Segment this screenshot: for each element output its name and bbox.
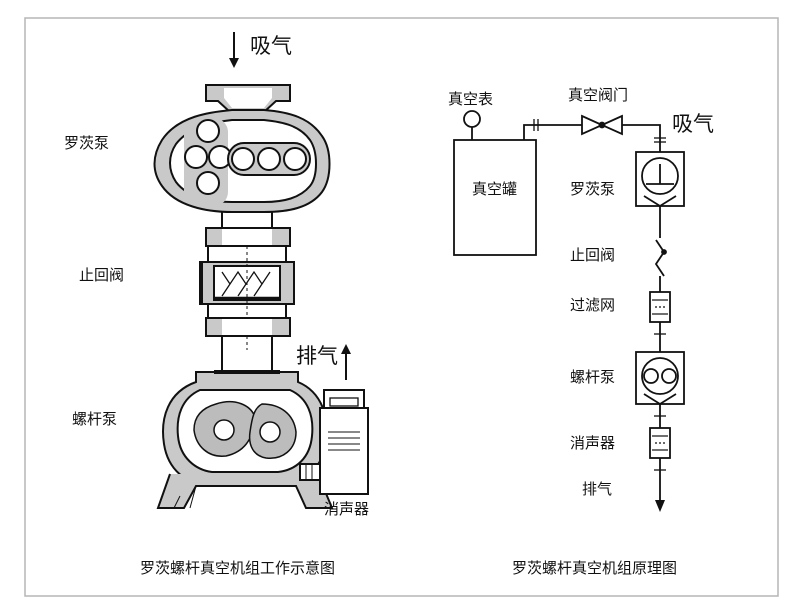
silencer-symbol-icon (649, 427, 671, 459)
left-roots-pump-label: 罗茨泵 (64, 134, 110, 152)
check-valve-spring (221, 270, 271, 297)
right-vacuum-valve-label: 真空阀门 (568, 86, 629, 104)
left-diagram-caption: 罗茨螺杆真空机组工作示意图 (140, 559, 336, 577)
left-screw-pump-label: 螺杆泵 (72, 410, 118, 428)
pump-base (156, 473, 334, 509)
screw-rotors (193, 400, 297, 459)
vacuum-valve-icon (581, 114, 623, 136)
roots-rotor-lobes (184, 119, 311, 195)
left-silencer-label: 消声器 (324, 500, 370, 518)
filter-symbol-icon (649, 291, 671, 323)
right-roots-pump-label: 罗茨泵 (570, 180, 616, 198)
exhaust-down-arrow-icon (655, 500, 665, 512)
silencer-fins (328, 431, 360, 451)
right-screw-pump-label: 螺杆泵 (570, 368, 616, 386)
roots-pump-symbol-icon (635, 151, 685, 208)
left-intake-label: 吸气 (250, 34, 292, 58)
right-vacuum-gauge-label: 真空表 (448, 90, 494, 108)
right-filter-label: 过滤网 (570, 296, 616, 314)
intake-arrow-icon (229, 32, 239, 68)
exhaust-arrow-icon (341, 344, 351, 380)
right-schematic (453, 110, 685, 512)
diagram-frame (24, 17, 779, 597)
left-check-valve-label: 止回阀 (79, 266, 125, 284)
right-intake-label: 吸气 (672, 112, 714, 136)
silencer-body (319, 407, 369, 495)
right-exhaust-label: 排气 (582, 480, 613, 498)
silencer-inlet-pipe (299, 463, 321, 481)
right-check-valve-label: 止回阀 (570, 246, 616, 264)
check-valve-symbol-icon (654, 239, 667, 277)
vacuum-gauge-icon (463, 110, 481, 128)
right-diagram-caption: 罗茨螺杆真空机组原理图 (512, 559, 678, 577)
left-exhaust-label: 排气 (296, 344, 338, 368)
right-silencer-label: 消声器 (570, 434, 616, 452)
screw-pump-symbol-icon (635, 351, 685, 406)
left-schematic (153, 32, 369, 509)
vacuum-tank (453, 139, 537, 256)
right-vacuum-tank-label: 真空罐 (472, 180, 518, 198)
